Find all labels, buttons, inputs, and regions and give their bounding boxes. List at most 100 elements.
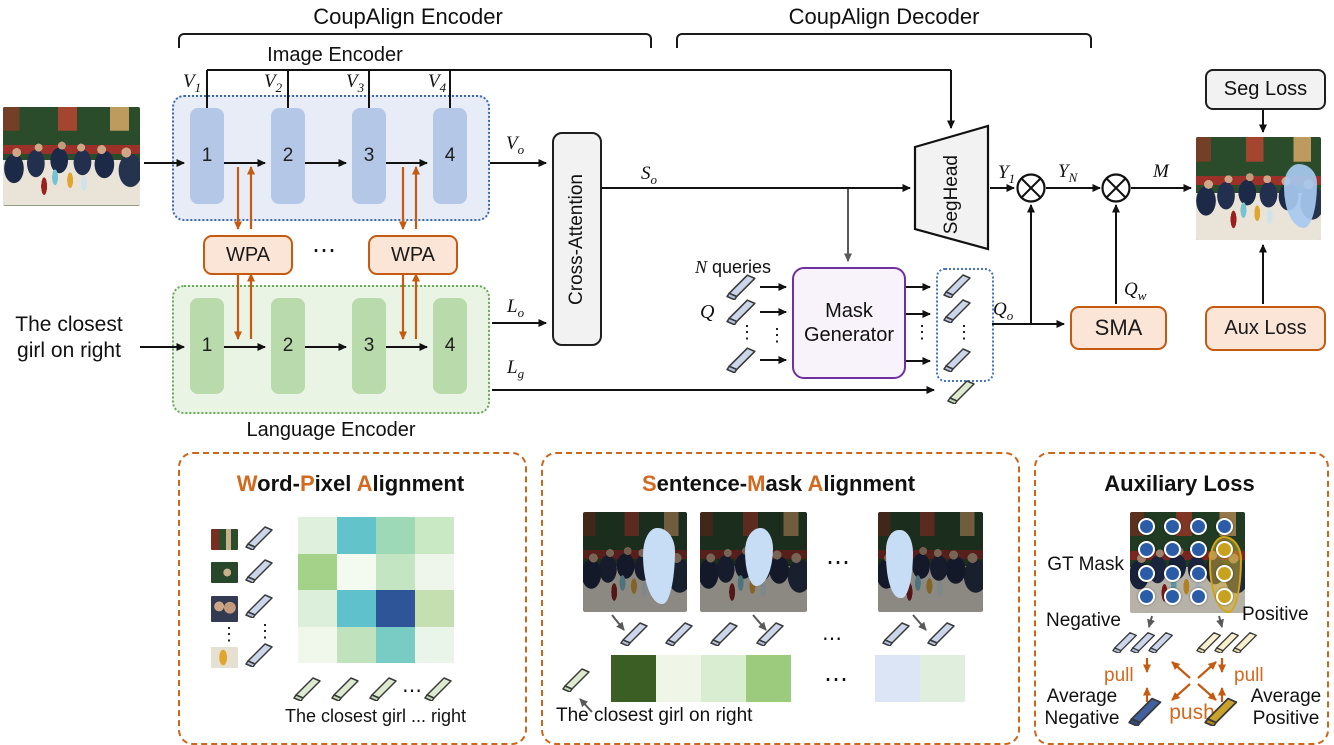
negative-grid-circle bbox=[1137, 587, 1155, 605]
label-y1: Y1 bbox=[998, 162, 1016, 186]
negative-grid-circle bbox=[1163, 587, 1181, 605]
negative-grid-circle bbox=[1189, 541, 1207, 559]
label-m: M bbox=[1153, 161, 1169, 182]
image-encoder-block-3: 3 bbox=[352, 108, 386, 204]
label-v3: V3 bbox=[346, 71, 365, 95]
word-pixel-heatmap bbox=[298, 517, 454, 663]
similarity-cell bbox=[920, 655, 965, 702]
gt-mask-label: GT Mask bbox=[1047, 554, 1124, 575]
average-negative-token bbox=[1128, 695, 1164, 728]
label-vo: Vo bbox=[506, 133, 525, 157]
language-encoder-block-1: 1 bbox=[190, 298, 224, 394]
mask-blob bbox=[886, 530, 913, 598]
heatmap-cell bbox=[376, 626, 415, 663]
similarity-cell bbox=[611, 655, 656, 702]
title-segment: S bbox=[641, 471, 657, 496]
word-token bbox=[369, 675, 399, 702]
negative-label: Negative bbox=[1046, 610, 1121, 631]
similarity-cell bbox=[701, 655, 746, 702]
similarity-cell bbox=[746, 655, 791, 702]
title-segment: A bbox=[807, 471, 824, 496]
decoder-title: CoupAlign Decoder bbox=[788, 4, 980, 29]
pixel-patch bbox=[211, 647, 238, 668]
query-arrow-dots: ⋮ bbox=[768, 325, 786, 345]
negative-token bbox=[1130, 630, 1157, 655]
title-segment: lignment bbox=[372, 471, 465, 496]
pixel-token bbox=[245, 592, 275, 619]
negative-grid-circle bbox=[1189, 564, 1207, 582]
query-token bbox=[726, 272, 758, 301]
patch-dots: ⋮ bbox=[220, 624, 238, 644]
title-segment: ask bbox=[765, 471, 808, 496]
heatmap-cell bbox=[376, 517, 415, 554]
mask-embed-dots: ⋯ bbox=[822, 628, 843, 650]
wpa-module-1: WPA bbox=[203, 235, 293, 275]
label-yn: YN bbox=[1058, 161, 1078, 185]
negative-grid-circle bbox=[1163, 518, 1181, 536]
mask-token bbox=[943, 272, 973, 299]
heatmap-cell bbox=[337, 553, 376, 590]
image-dots: ⋯ bbox=[826, 549, 851, 576]
word-token bbox=[424, 675, 454, 702]
cell-dots: ⋯ bbox=[824, 666, 849, 693]
pixel-patch bbox=[211, 562, 238, 583]
mask-embed-token bbox=[927, 620, 957, 647]
mask-token bbox=[943, 346, 973, 373]
negative-grid-circle bbox=[1163, 564, 1181, 582]
average-negative-label: Average Negative bbox=[1044, 686, 1120, 729]
mask-tokens-container bbox=[936, 268, 994, 382]
language-encoder-block-2: 2 bbox=[271, 298, 305, 394]
positive-token bbox=[1232, 630, 1259, 655]
title-segment: A bbox=[356, 471, 373, 496]
pixel-token bbox=[245, 524, 275, 551]
label-so: So bbox=[641, 163, 657, 187]
push-label: push bbox=[1169, 701, 1215, 724]
cross-attention-module: Cross-Attention bbox=[552, 132, 602, 346]
word-token-dots: ⋯ bbox=[402, 680, 423, 702]
word-token bbox=[293, 675, 323, 702]
encoder-brace bbox=[178, 33, 652, 48]
negative-grid-circle bbox=[1137, 518, 1155, 536]
input-sentence: The closest girl on right bbox=[15, 313, 123, 363]
n-queries-label: N queries bbox=[695, 257, 772, 277]
query-token bbox=[726, 345, 758, 374]
pixel-patch bbox=[211, 596, 238, 622]
wpa-dots: ⋯ bbox=[312, 237, 337, 264]
sma-panel-title: Sentence-Mask Alignment bbox=[551, 471, 1006, 497]
masked-image-3 bbox=[878, 512, 983, 612]
heatmap-cell bbox=[415, 517, 454, 554]
mask-token bbox=[943, 297, 973, 324]
seghead-label: SegHead bbox=[941, 155, 962, 235]
mask-embed-token bbox=[710, 620, 740, 647]
heatmap-cell bbox=[298, 553, 337, 590]
pixel-token bbox=[245, 641, 275, 668]
label-lg: Lg bbox=[507, 357, 525, 381]
multiply-icon bbox=[1016, 173, 1046, 203]
image-encoder-block-2: 2 bbox=[271, 108, 305, 204]
mask-token-dots: ⋮ bbox=[955, 322, 973, 342]
negative-grid-circle bbox=[1189, 587, 1207, 605]
mask-embed-token bbox=[665, 620, 695, 647]
negative-grid-circle bbox=[1137, 564, 1155, 582]
negative-grid-circle bbox=[1189, 518, 1207, 536]
multiply-icon bbox=[1101, 173, 1131, 203]
query-dots: ⋮ bbox=[738, 322, 756, 342]
pixel-patch bbox=[211, 529, 238, 550]
encoder-title: CoupAlign Encoder bbox=[313, 4, 503, 29]
title-segment: P bbox=[299, 471, 315, 496]
title-segment: lignment bbox=[823, 471, 916, 496]
label-v1: V1 bbox=[183, 71, 202, 95]
sma-sentence: The closest girl on right bbox=[556, 705, 753, 726]
title-segment: ord- bbox=[257, 471, 300, 496]
label-lo: Lo bbox=[507, 296, 525, 320]
label-qo: Qo bbox=[993, 299, 1014, 323]
grid-anchor-circles bbox=[1133, 515, 1237, 608]
dinner-scene bbox=[3, 107, 140, 206]
negative-grid-circle bbox=[1215, 518, 1233, 536]
positive-grid-circle bbox=[1215, 564, 1233, 582]
mask-out-dots: ⋮ bbox=[913, 322, 931, 342]
positive-grid-circle bbox=[1215, 541, 1233, 559]
negative-grid-circle bbox=[1163, 541, 1181, 559]
sentence-token-small bbox=[562, 666, 592, 693]
title-segment: ixel bbox=[314, 471, 357, 496]
